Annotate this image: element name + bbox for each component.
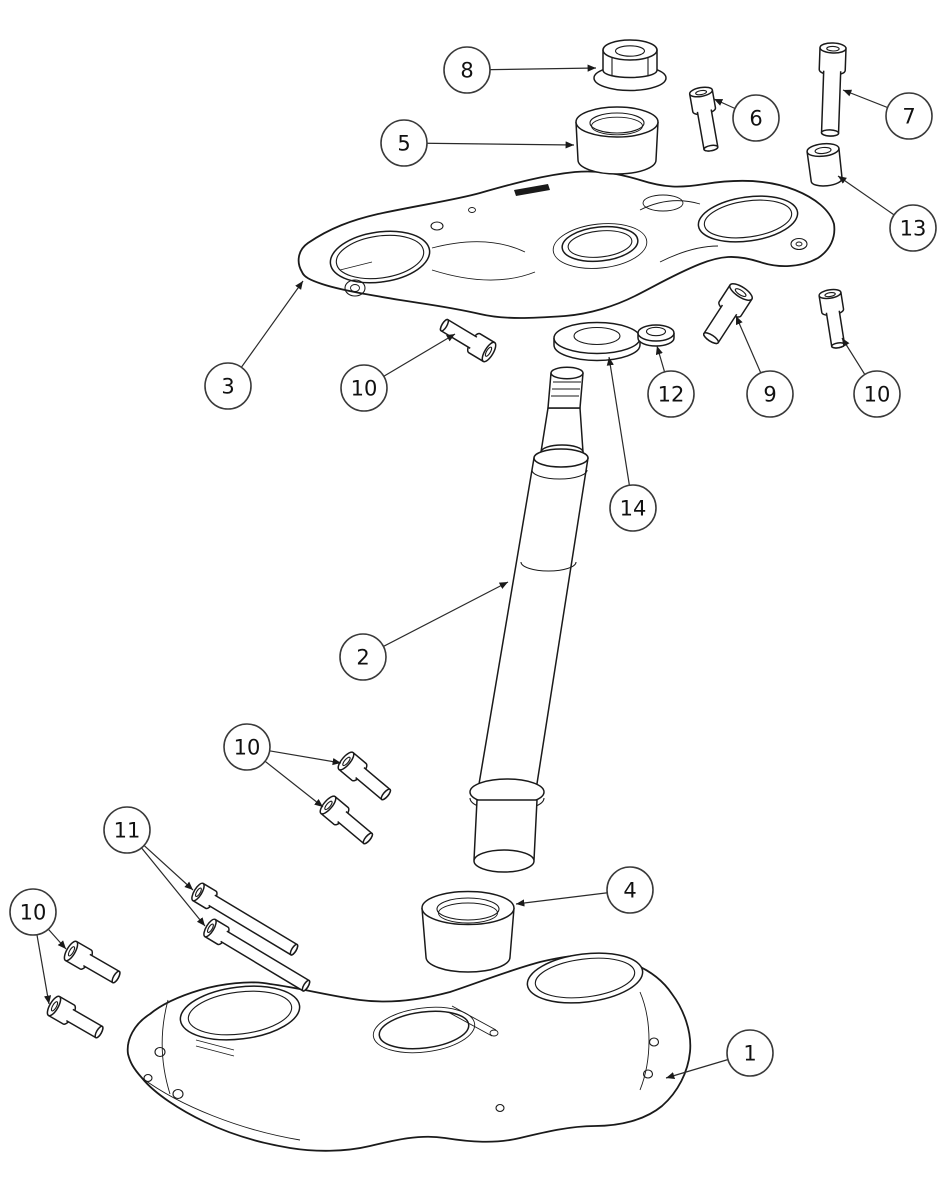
callout-6: 6	[732, 94, 780, 142]
callout-6-label: 6	[749, 107, 762, 131]
callout-13-label: 13	[900, 217, 927, 241]
callout-12: 12	[647, 370, 695, 418]
fork-bore-right-upper	[697, 195, 799, 243]
fork-bore-right-lower	[526, 952, 644, 1004]
callout-14-label: 14	[620, 497, 647, 521]
callout-1: 1	[726, 1029, 774, 1077]
brand-mark	[514, 184, 550, 196]
callout-2: 2	[339, 633, 387, 681]
callout-10-upper-left: 10	[340, 364, 388, 412]
callout-4: 4	[606, 866, 654, 914]
callout-12-label: 12	[658, 383, 685, 407]
lower-bearing-bushing	[421, 890, 515, 973]
callout-10-mid-label: 10	[234, 736, 261, 760]
callout-13: 13	[889, 204, 937, 252]
steering-stem	[469, 366, 589, 873]
callout-9-label: 9	[763, 383, 776, 407]
callout-10-lower-label: 10	[20, 901, 47, 925]
steering-slot-lower	[372, 1005, 499, 1054]
steering-bore-upper	[552, 223, 648, 269]
callout-10-upper-right: 10	[853, 370, 901, 418]
callout-14: 14	[609, 484, 657, 532]
sleeve-spacer	[806, 142, 843, 187]
callouts: 8 6 7 13 5 3 10 12	[9, 46, 937, 1077]
callout-5: 5	[380, 119, 428, 167]
callout-8: 8	[443, 46, 491, 94]
stem-washer	[553, 321, 641, 362]
callout-4-label: 4	[623, 879, 636, 903]
socket-bolt-9	[697, 279, 756, 349]
lower-triple-clamp	[126, 952, 692, 1152]
callout-7-label: 7	[902, 105, 915, 129]
callout-3: 3	[204, 362, 252, 410]
callout-7: 7	[885, 92, 933, 140]
socket-bolt-6	[688, 84, 724, 154]
pinch-bolt-10-mid-b	[316, 793, 378, 850]
callout-5-label: 5	[397, 132, 410, 156]
callout-10-upper-left-label: 10	[351, 377, 378, 401]
callout-10-upper-right-label: 10	[864, 383, 891, 407]
small-washer	[637, 324, 675, 347]
fork-bore-left-upper	[329, 230, 431, 284]
callout-9: 9	[746, 370, 794, 418]
pinch-bolt-10-lower-b	[44, 993, 108, 1044]
steering-stem-nut	[593, 39, 667, 92]
callout-2-label: 2	[356, 646, 369, 670]
callout-10-lower: 10	[9, 888, 57, 936]
pinch-lug-left	[339, 261, 373, 297]
callout-8-label: 8	[460, 59, 473, 83]
callout-11: 11	[103, 806, 151, 854]
callout-11-label: 11	[114, 819, 141, 843]
upper-bearing-spacer	[575, 106, 659, 175]
callout-1-label: 1	[743, 1042, 756, 1066]
pinch-hole-right	[790, 237, 808, 251]
socket-bolt-7	[816, 41, 847, 138]
upper-triple-clamp	[297, 170, 836, 319]
pinch-bolt-10-mid-a	[334, 749, 396, 806]
pinch-bolt-10-lower-a	[61, 938, 125, 989]
fork-bore-left-lower	[179, 985, 301, 1041]
callout-3-label: 3	[221, 375, 234, 399]
callout-10-mid: 10	[223, 723, 271, 771]
pinch-bolt-10-upper-right	[817, 287, 851, 351]
